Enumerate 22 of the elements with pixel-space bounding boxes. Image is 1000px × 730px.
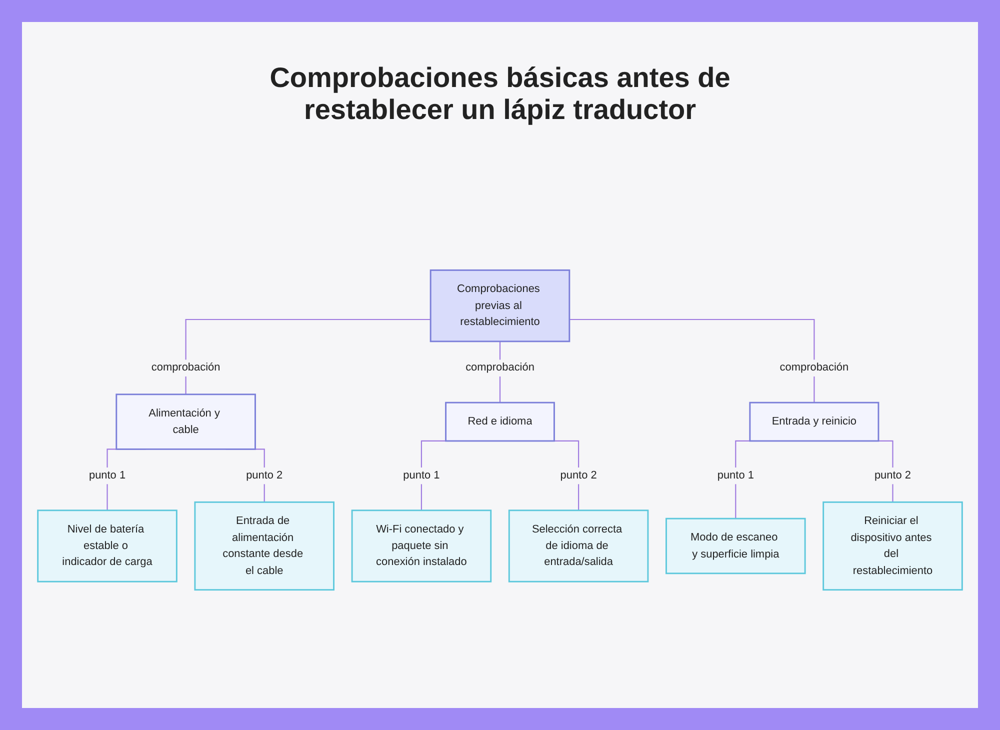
edge-label: comprobación xyxy=(780,361,849,374)
node-box: Entrada y reinicio xyxy=(749,402,880,442)
node-box: Comprobaciones previas al restablecimiento xyxy=(430,269,570,342)
node-box: Modo de escaneo y superficie limpia xyxy=(666,518,806,574)
node-box: Wi-Fi conectado y paquete sin conexión instalado xyxy=(351,510,492,582)
diagram-title: Comprobaciones básicas antes de restablecer un lápiz traductor xyxy=(268,62,732,126)
edge-label: punto 1 xyxy=(717,468,754,482)
edge-label: punto 2 xyxy=(560,468,597,482)
node-box: Selección correcta de idioma de entrada/salida xyxy=(508,510,649,582)
edge-label: comprobación xyxy=(151,361,220,374)
edge-label: comprobación xyxy=(466,361,534,374)
node-box: Nivel de batería estable o indicador de carga xyxy=(37,510,178,582)
edge-label: punto 2 xyxy=(246,468,283,482)
edge-label: punto 1 xyxy=(403,468,440,482)
node-box: Entrada de alimentación constante desde el cable xyxy=(194,501,334,591)
edge-label: punto 2 xyxy=(874,468,912,482)
node-box: Alimentación y cable xyxy=(116,394,256,450)
node-box: Reiniciar el dispositivo antes del restablecimiento xyxy=(822,501,963,591)
node-box: Red e idioma xyxy=(445,402,555,442)
connector xyxy=(185,318,431,394)
connector xyxy=(569,318,815,403)
edge-label: punto 1 xyxy=(88,468,126,482)
